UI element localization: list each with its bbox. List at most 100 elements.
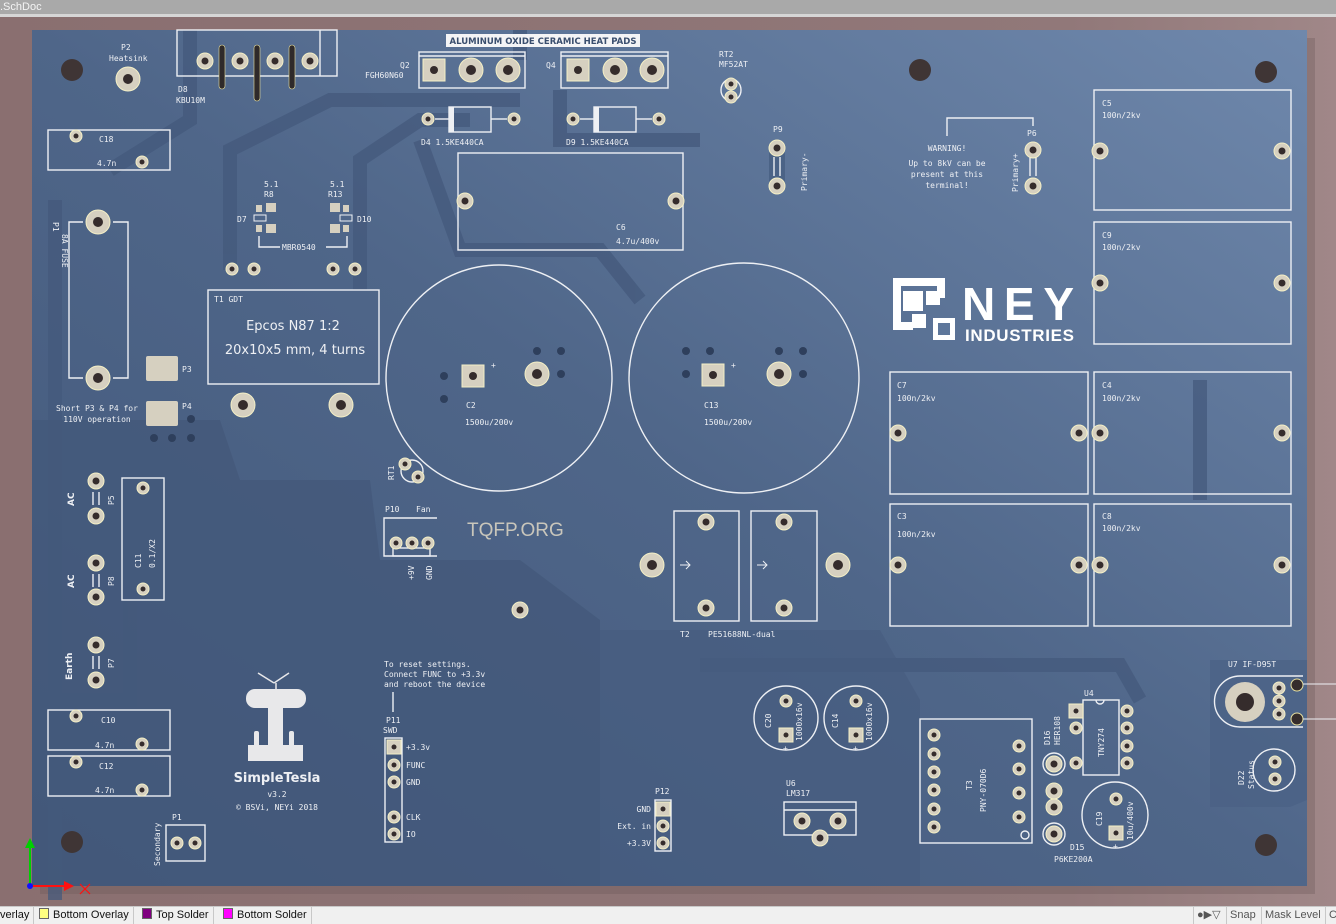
c18-value: 4.7n [97,159,116,168]
t2-part: PE51688NL-dual [708,630,776,639]
c7-value: 100n/2kv [897,394,936,403]
c7-label: C7 [897,381,907,390]
d15-label: D15 [1070,843,1085,852]
c9-label: C9 [1102,231,1112,240]
p9-label: P9 [773,125,783,134]
layer-tab-bottom-overlay[interactable]: Bottom Overlay [35,907,134,924]
c13-polarity: + [731,361,736,370]
layer-tab-top-solder[interactable]: Top Solder [138,907,214,924]
c13-label: C13 [704,401,719,410]
d8-label: D8 [178,85,188,94]
p12-pin-label: Ext. in [617,822,651,831]
c4-label: C4 [1102,381,1112,390]
pad[interactable] [512,602,528,618]
c14-polarity: + [853,744,858,753]
ney-logo-text: NEY [962,278,1074,330]
pad[interactable] [248,263,260,275]
c14-label: C14 [831,713,840,728]
warning-line: Up to 8kV can be [908,159,985,168]
c19-label: C19 [1095,811,1104,826]
p3-label: P3 [182,365,192,374]
q4-label: Q4 [546,61,556,70]
c2-label: C2 [466,401,476,410]
c5-label: C5 [1102,99,1112,108]
rt2-part: MF52AT [719,60,748,69]
c20-value: 1000x16v [795,702,804,741]
c19-value: 10u/400v [1126,801,1135,840]
layer-tab-bottom-solder[interactable]: Bottom Solder [219,907,312,924]
p10-gnd-label: GND [425,565,434,580]
layer-tab-label: Bottom Solder [237,909,307,921]
layer-tab-label: verlay [0,909,29,921]
rt2-label: RT2 [719,50,734,59]
earth-label: Earth [65,653,75,680]
d22-label: D22 [1237,770,1246,785]
heatpads-label: ALUMINUM OXIDE CERAMIC HEAT PADS [450,37,637,47]
short-note: Short P3 & P4 for [56,404,138,413]
p12-pin-label: GND [637,805,652,814]
p9-primary-minus-terminal[interactable] [769,140,785,194]
fuse-rating: 8A FUSE [60,234,69,268]
c13-value: 1500u/200v [704,418,752,427]
q2-label: Q2 [400,61,410,70]
c6-label: C6 [616,223,626,232]
d16-part: HER108 [1053,716,1062,745]
reset-note: and reboot the device [384,680,485,689]
c8-value: 100n/2kv [1102,524,1141,533]
t1-pad[interactable] [329,393,353,417]
layer-tab-top-overlay[interactable]: verlay [0,907,34,924]
mask-level-label: Mask Level [1265,909,1321,921]
snap-button[interactable]: Snap [1226,907,1259,924]
swd-pin-label: +3.3v [406,743,430,752]
p1-secondary-label: P1 [172,813,182,822]
p1-fuse-label: P1 [51,222,60,232]
ac-label: AC [67,574,77,588]
d16-label: D16 [1043,730,1052,745]
c2-value: 1500u/200v [465,418,513,427]
swd-pin-label: IO [406,830,416,839]
p6-label: P6 [1027,129,1037,138]
layer-tab-label: Top Solder [156,909,209,921]
p2-pad[interactable] [116,67,140,91]
p2-label: P2 [121,43,131,52]
d10-label: D10 [357,215,372,224]
pad[interactable] [226,263,238,275]
r8-label: R8 [264,190,274,199]
primary-plus-label: Primary+ [1011,153,1020,192]
p7-label: P7 [107,658,116,668]
swd-pin-label: CLK [406,813,421,822]
d4-label: D4 1.5KE440CA [421,138,484,147]
t1-pad[interactable] [231,393,255,417]
u6-part: LM317 [786,789,810,798]
d7-label: D7 [237,215,247,224]
d15-part: P6KE200A [1054,855,1093,864]
t3-part: PNY-070D6 [979,768,988,812]
p4-jumper-pad[interactable] [146,401,178,426]
p8-label: P8 [107,576,116,586]
heatsink-label: Heatsink [109,54,148,63]
primary-minus-label: Primary- [800,152,809,191]
filter-icon[interactable]: ●▶▽ [1193,907,1230,924]
reset-note: Connect FUNC to +3.3v [384,670,485,679]
swd-pin-label: GND [406,778,421,787]
mounting-hole [61,59,83,81]
c4-value: 100n/2kv [1102,394,1141,403]
t1-label: T1 GDT [214,295,243,304]
mask-level-button[interactable]: Mask Level [1261,907,1324,924]
p10-label: P10 [385,505,400,514]
clear-button[interactable]: C [1325,907,1336,924]
ac-label: AC [67,492,77,506]
mounting-hole [909,59,931,81]
pad[interactable] [327,263,339,275]
pad[interactable] [349,263,361,275]
mounting-hole [61,831,83,853]
p3-jumper-pad[interactable] [146,356,178,381]
tqfp-logo-text: TQFP.ORG [467,520,564,541]
warning-title: WARNING! [928,144,967,153]
p12-header[interactable] [655,800,671,851]
clear-label: C [1329,909,1336,921]
t3-label: T3 [965,780,974,790]
c11-value: 0.1/X2 [148,539,157,568]
industries-logo-text: INDUSTRIES [965,326,1074,345]
